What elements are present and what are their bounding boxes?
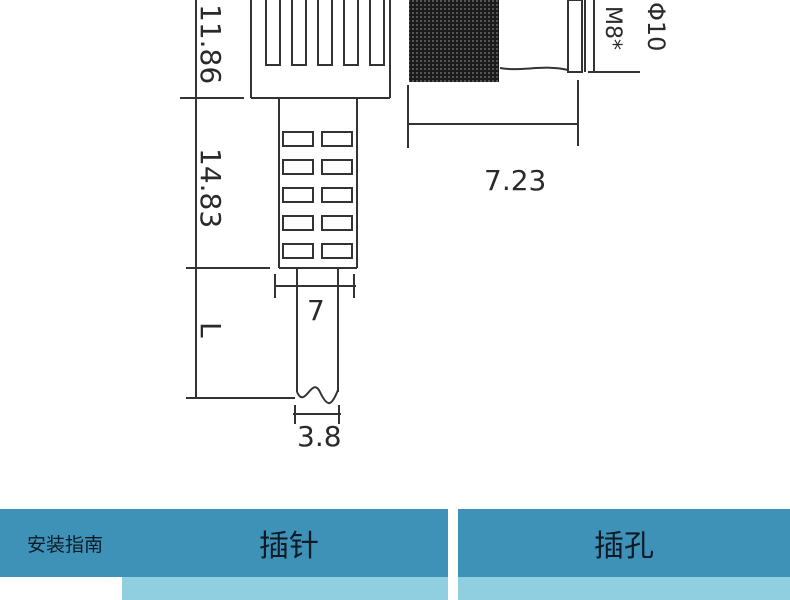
knurled-nut (409, 0, 499, 82)
column-divider (448, 509, 458, 600)
dim-label-L: L (194, 322, 227, 338)
pin-column-header: 插针 (259, 529, 319, 564)
dim-label-phi10: Φ10 (642, 2, 670, 51)
dim-label-7-23: 7.23 (484, 164, 546, 197)
connector-head (250, 0, 391, 99)
connector-dimension-drawing: 11.86 14.83 L 7 3.8 7.23 M8* Φ10 (180, 0, 670, 453)
vertical-dimension-line (180, 0, 295, 399)
side-view (407, 0, 640, 148)
socket-column-cell (458, 577, 790, 600)
install-guide-table-header: 安装指南 插针 插孔 (0, 509, 790, 577)
dim-7-line (274, 274, 356, 298)
dim-label-3-8: 3.8 (297, 420, 342, 453)
cable (296, 268, 339, 404)
install-guide-label: 安装指南 (26, 533, 103, 556)
socket-column-header: 插孔 (594, 529, 654, 564)
dim-label-11-86: 11.86 (194, 4, 227, 84)
dim-label-m8: M8* (600, 6, 625, 50)
dim-label-7: 7 (307, 294, 325, 327)
dim-label-14-83: 14.83 (194, 148, 227, 228)
pin-column-cell (122, 577, 448, 600)
strain-relief (278, 98, 358, 269)
dim-3-8-line (293, 405, 341, 424)
